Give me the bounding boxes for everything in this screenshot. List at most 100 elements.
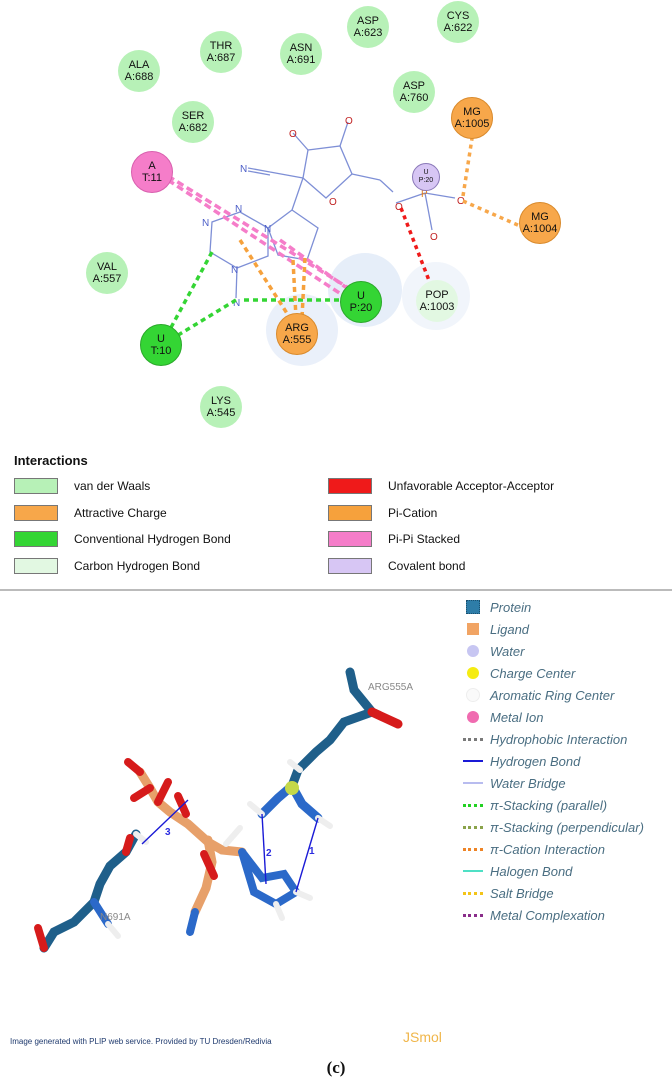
plip-legend-pi-stacking-parallel: π-Stacking (parallel) [462,794,672,816]
plip-credit: Image generated with PLIP web service. P… [10,1037,272,1046]
legend-swatch [14,478,58,494]
plip-legend-label: Hydrogen Bond [490,753,581,769]
legend-swatch [14,505,58,521]
pi-stacking-parallel-line-icon [462,803,484,807]
hydrogen-bond-lines [141,799,319,893]
legend-title: Interactions [14,453,88,468]
plip-legend-pi-stacking-perpendicular: π-Stacking (perpendicular) [462,816,672,838]
ligand-stick [124,758,313,936]
hydrogen-bond-line-icon [462,760,484,762]
atom-o-2: O [345,116,353,127]
plip-legend-protein: Protein [462,596,672,618]
jsmol-logo: JSmol [403,1029,442,1045]
water-bridge-line-icon [462,782,484,784]
ligand-n-labels: N N N N N N [202,164,271,309]
plip-legend-label: Salt Bridge [490,885,554,901]
metal-complexation-line-icon [462,913,484,917]
atom-n-2: N [202,218,209,229]
metal-ion-marker-icon [462,711,484,723]
atom-n-3: N [264,224,271,235]
legend-label: Unfavorable Acceptor-Acceptor [388,479,555,493]
pi-stacking-perpendicular-line-icon [462,825,484,829]
unfavorable-line [399,207,432,284]
ligand-skeleton [209,121,456,299]
pi-cation-line-icon [462,847,484,851]
legend-item-unfavorable: Unfavorable Acceptor-Acceptor [328,476,554,496]
legend-label: Pi-Cation [388,506,438,520]
plip-legend-aromatic-ring: Aromatic Ring Center [462,684,672,706]
plip-legend-pi-cation: π-Cation Interaction [462,838,672,860]
legend-item-pipi: Pi-Pi Stacked [328,529,460,549]
halogen-bond-line-icon [462,870,484,872]
atom-p: P [421,189,428,200]
bond-label-3: 3 [165,827,171,838]
plip-legend-label: Halogen Bond [490,863,573,879]
legend-item-carbon-h: Carbon Hydrogen Bond [14,556,200,576]
residue-label-n691a: N691A [100,912,131,923]
legend-item-pication: Pi-Cation [328,503,437,523]
arg555-stick [247,667,403,829]
hydrophobic-line-icon [462,737,484,741]
plip-legend-label: Ligand [490,621,530,637]
plip-legend-label: π-Cation Interaction [490,841,605,857]
atom-o-ring: O [329,197,337,208]
legend-label: Conventional Hydrogen Bond [74,532,231,546]
plip-legend-label: Protein [490,599,532,615]
molecule-3d-render: 3 2 1 ARG555A N691A [34,667,413,953]
plip-legend-label: Hydrophobic Interaction [490,731,628,747]
legend-swatch [328,478,372,494]
atom-o-p3: O [430,232,438,243]
asn691-stick [34,829,149,953]
legend-label: Covalent bond [388,559,466,573]
atom-o-1: O [289,129,297,140]
legend-label: Pi-Pi Stacked [388,532,461,546]
attractive-charge-lines [461,131,521,228]
plip-legend-hydrogen-bond: Hydrogen Bond [462,750,672,772]
plip-legend-label: π-Stacking (perpendicular) [490,819,644,835]
protein-marker-icon [462,600,484,614]
bond-label-1: 1 [309,846,315,857]
atom-n-amine: N [233,298,240,309]
bond-distance-labels: 3 2 1 [165,827,315,859]
plip-legend: Protein Ligand Water Charge Center Aroma… [462,596,672,926]
plip-legend-label: Metal Ion [490,709,544,725]
plip-legend-label: Charge Center [490,665,576,681]
legend-item-hbond: Conventional Hydrogen Bond [14,529,231,549]
plip-legend-label: Metal Complexation [490,907,605,923]
salt-bridge-line-icon [462,891,484,895]
plip-legend-label: π-Stacking (parallel) [490,797,608,813]
figure-caption: (c) [326,1058,346,1077]
atom-n-1: N [235,204,242,215]
atom-n-nitrile: N [240,164,247,175]
legend-label: Carbon Hydrogen Bond [74,559,201,573]
legend-label: van der Waals [74,479,151,493]
legend-swatch [328,505,372,521]
plip-legend-ligand: Ligand [462,618,672,640]
plip-legend-label: Water [490,643,525,659]
legend-label: Attractive Charge [74,506,167,520]
pication-lines [238,239,307,319]
jsmol-viewer[interactable]: 3 2 1 ARG555A N691A [0,592,462,1054]
interaction-diagram-2d: O O O O O O O N N N N N N P [0,0,672,440]
panel-divider [0,589,672,591]
plip-legend-salt-bridge: Salt Bridge [462,882,672,904]
residue-label-arg555a: ARG555A [368,682,413,693]
plip-legend-halogen-bond: Halogen Bond [462,860,672,882]
legend-swatch [328,558,372,574]
charge-center-marker-icon [462,667,484,679]
plip-legend-label: Aromatic Ring Center [490,687,615,703]
interaction-lines-layer: O O O O O O O N N N N N N P [166,116,521,366]
interactions-legend: Interactions van der Waals Unfavorable A… [0,445,672,590]
plip-legend-charge-center: Charge Center [462,662,672,684]
